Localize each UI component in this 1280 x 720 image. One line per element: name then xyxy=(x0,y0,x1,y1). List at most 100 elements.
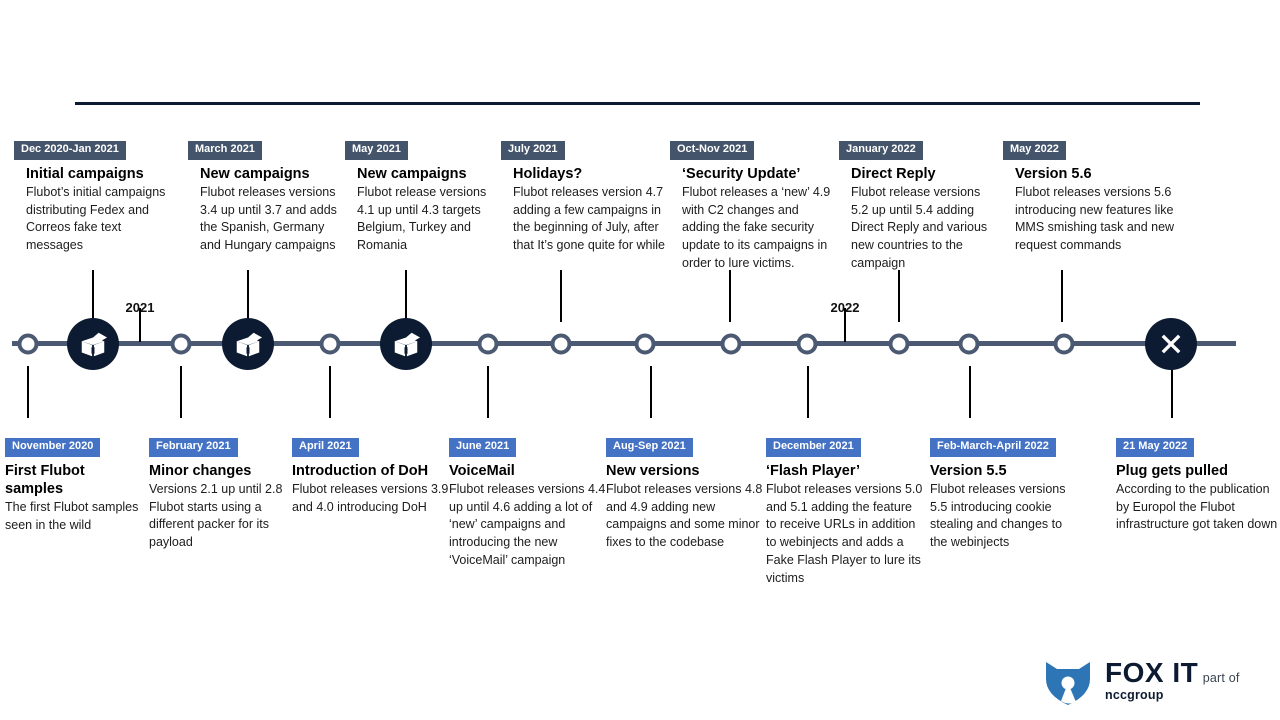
connector-stem-up xyxy=(92,270,94,322)
event-title: Version 5.6 xyxy=(1015,165,1092,182)
timeline-marker-major[interactable] xyxy=(1145,318,1197,370)
timeline-marker-minor[interactable] xyxy=(550,333,572,355)
timeline-marker-minor[interactable] xyxy=(720,333,742,355)
event-date-badge: November 2020 xyxy=(5,438,101,457)
event-title: New campaigns xyxy=(200,165,310,182)
connector-stem-down xyxy=(650,366,652,418)
connector-stem-up xyxy=(898,270,900,322)
event-description: According to the publication by Europol … xyxy=(1116,481,1278,532)
timeline-marker-minor[interactable] xyxy=(796,333,818,355)
connector-stem-down xyxy=(807,366,809,418)
year-label: 2022 xyxy=(831,300,860,315)
event-title: Initial campaigns xyxy=(26,165,144,182)
timeline-marker-major[interactable] xyxy=(67,318,119,370)
event-date-badge: Dec 2020-Jan 2021 xyxy=(14,141,126,160)
cross-x-icon xyxy=(1156,329,1186,359)
event-date-badge: February 2021 xyxy=(149,438,238,457)
event-title: Direct Reply xyxy=(851,165,936,182)
timeline-marker-minor[interactable] xyxy=(1053,333,1075,355)
header-divider xyxy=(75,102,1200,105)
connector-stem-up xyxy=(729,270,731,322)
event-description: Flubot releases versions 5.6 introducing… xyxy=(1015,184,1175,253)
event-description: Flubot releases a ‘new’ 4.9 with C2 chan… xyxy=(682,184,831,271)
timeline-marker-minor[interactable] xyxy=(634,333,656,355)
timeline-event-top[interactable]: Oct-Nov 2021 ‘Security Update’ Flubot rele… xyxy=(670,139,836,273)
timeline-marker-major[interactable] xyxy=(222,318,274,370)
event-title: ‘Security Update’ xyxy=(682,165,801,182)
event-description: Flubot releases versions 3.9 and 4.0 int… xyxy=(292,481,449,514)
event-date-badge: January 2022 xyxy=(839,141,923,160)
event-description: Flubot releases versions 5.0 and 5.1 add… xyxy=(766,481,923,586)
logo-wordmark: FOX IT xyxy=(1105,657,1199,688)
event-description: Flubot releases versions 4.4 up until 4.… xyxy=(449,481,606,568)
connector-stem-up xyxy=(247,270,249,322)
event-description: Flubot releases versions 3.4 up until 3.… xyxy=(200,184,337,253)
event-date-badge: 21 May 2022 xyxy=(1116,438,1195,457)
event-date-badge: Oct-Nov 2021 xyxy=(670,141,755,160)
open-box-icon xyxy=(391,329,421,359)
event-title: Version 5.5 xyxy=(930,462,1007,479)
event-date-badge: May 2021 xyxy=(345,141,408,160)
event-title: Introduction of DoH xyxy=(292,462,429,479)
logo-tagline: part of nccgroup xyxy=(1105,671,1240,702)
event-date-badge: March 2021 xyxy=(188,141,262,160)
event-description: Flubot release versions 4.1 up until 4.3… xyxy=(357,184,487,253)
timeline-event-bottom[interactable]: December 2021‘Flash Player’Flubot releas… xyxy=(766,436,924,588)
fox-head-icon xyxy=(1042,655,1094,707)
event-description: Versions 2.1 up until 2.8 Flubot starts … xyxy=(149,481,283,550)
event-title: Minor changes xyxy=(149,462,252,479)
event-title: Holidays? xyxy=(513,165,583,182)
event-title: New campaigns xyxy=(357,165,467,182)
event-title: New versions xyxy=(606,462,700,479)
logo-tagline-prefix: part of xyxy=(1202,671,1240,685)
connector-stem-down xyxy=(329,366,331,418)
connector-stem-up xyxy=(1061,270,1063,322)
timeline-axis xyxy=(12,341,1236,346)
year-tick xyxy=(139,308,141,342)
event-date-badge: July 2021 xyxy=(501,141,565,160)
logo-text: FOX IT part of nccgroup xyxy=(1105,659,1280,703)
timeline-marker-minor[interactable] xyxy=(319,333,341,355)
foxit-logo: FOX IT part of nccgroup xyxy=(1042,655,1280,707)
open-box-icon xyxy=(78,329,108,359)
event-date-badge: April 2021 xyxy=(292,438,359,457)
event-title: Plug gets pulled xyxy=(1116,462,1228,479)
connector-stem-down xyxy=(27,366,29,418)
event-description: Flubot releases version 4.7 adding a few… xyxy=(513,184,665,253)
year-tick xyxy=(844,308,846,342)
logo-tagline-brand: nccgroup xyxy=(1105,688,1164,702)
timeline-marker-minor[interactable] xyxy=(170,333,192,355)
connector-stem-down xyxy=(180,366,182,418)
connector-stem-down xyxy=(969,366,971,418)
timeline-marker-major[interactable] xyxy=(380,318,432,370)
connector-stem-up xyxy=(560,270,562,322)
timeline-marker-minor[interactable] xyxy=(477,333,499,355)
connector-stem-down xyxy=(1171,366,1173,418)
event-description: Flubot release versions 5.2 up until 5.4… xyxy=(851,184,988,271)
event-title: VoiceMail xyxy=(449,462,515,479)
event-description: Flubot’s initial campaigns distributing … xyxy=(26,184,166,253)
event-title: First Flubot samples xyxy=(5,462,85,497)
timeline-marker-minor[interactable] xyxy=(17,333,39,355)
year-label: 2021 xyxy=(126,300,155,315)
connector-stem-down xyxy=(487,366,489,418)
timeline-marker-minor[interactable] xyxy=(888,333,910,355)
timeline-marker-minor[interactable] xyxy=(958,333,980,355)
event-description: The first Flubot samples seen in the wil… xyxy=(5,499,139,532)
event-date-badge: May 2022 xyxy=(1003,141,1066,160)
open-box-icon xyxy=(233,329,263,359)
connector-stem-up xyxy=(405,270,407,322)
